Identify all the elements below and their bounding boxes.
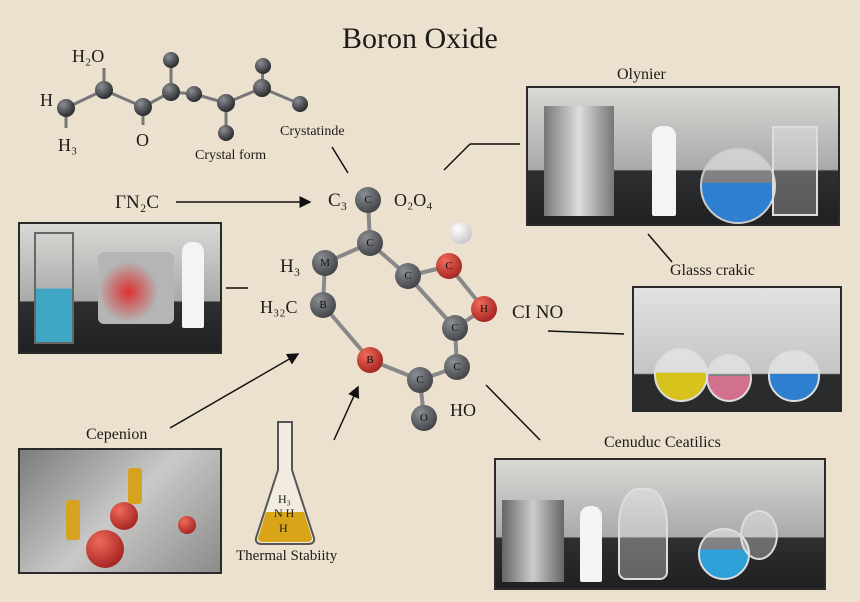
blue-flask [700,148,776,224]
ring-atom: M [312,250,338,276]
ring-atom: C [357,230,383,256]
furnace [98,252,174,324]
label-fn2c: ΓN₂C [115,192,160,213]
atom [57,99,75,117]
crystal-form-caption: Crystal form [195,148,267,163]
red-sphere [86,530,124,568]
label-thermal-stability: Thermal Stabiity [236,548,338,564]
page-title: Boron Oxide [342,22,498,55]
atom [186,86,202,102]
label-crystatinde: Crystatinde [280,124,345,139]
ring-atom: C [436,253,462,279]
label-glasss-crakic: Glasss crakic [670,262,755,279]
lab-machine [502,500,564,582]
atom [255,58,271,74]
red-sphere [178,516,196,534]
flask-formula-1: H₃ [278,492,291,506]
atom [292,96,308,112]
hydrogen-atom [450,222,472,244]
ring-atom: C [395,263,421,289]
blue-flask [768,350,820,402]
thermal-flask: H₃ N H H [252,420,318,546]
lab-photo-furnace [18,222,222,354]
scientist [652,126,676,216]
atom [218,125,234,141]
atom [134,98,152,116]
scientist [182,242,204,328]
lab-photo-cepenion [18,448,222,574]
atom [217,94,235,112]
atom [95,81,113,99]
yellow-flask [654,348,708,402]
lab-photo-flasks [632,286,842,412]
flask-formula-3: H [279,521,288,535]
ring-atom: O [411,405,437,431]
label-h: H [40,90,53,110]
label-h3-ring: H₃ [280,256,301,277]
label-h2o: H₂O [72,46,105,66]
ring-atom: B [357,347,383,373]
label-o2o4: O₂O₄ [394,190,433,210]
pink-flask [706,354,752,402]
label-olynier: Olynier [617,66,666,83]
label-o: O [136,130,149,150]
red-sphere [110,502,138,530]
label-cepenion: Cepenion [86,426,148,443]
flask-formula-2: N H [274,506,295,520]
lab-photo-ceatilics [494,458,826,590]
yellow-vial [128,468,142,504]
label-cenuduc-ceatilics: Cenuduc Ceatilics [604,434,721,451]
ring-atom: H [471,296,497,322]
label-ho: HO [450,400,476,420]
atom [253,79,271,97]
blue-flask [698,528,750,580]
label-h32c: H₃₂C [260,297,298,317]
ring-atom: C [442,315,468,341]
glass-tower [34,232,74,344]
atom [162,83,180,101]
atom [163,52,179,68]
ring-atom: C [407,367,433,393]
lab-machine [544,106,614,216]
ring-atom: B [310,292,336,318]
scientist [580,506,602,582]
glass-flask [740,510,778,560]
label-c3: C₃ [328,190,348,211]
label-h3: H₃ [58,135,78,155]
connectors [169,143,673,441]
glass-apparatus [772,126,818,216]
glass-flask [618,488,668,580]
lab-photo-olynier [526,86,840,226]
label-clno: CI NO [512,302,564,323]
ring-atom: C [355,187,381,213]
ring-atom: C [444,354,470,380]
yellow-vial [66,500,80,540]
